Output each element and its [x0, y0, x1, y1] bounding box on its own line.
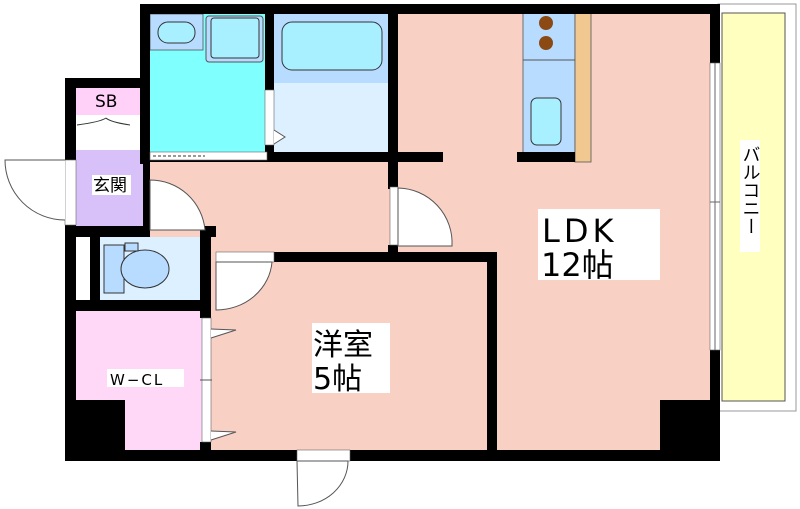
bathroom-door[interactable]: [264, 89, 286, 146]
balcony-label-bg: [740, 140, 760, 252]
stove-burner-icon: [539, 16, 553, 30]
kitchen-sink-icon: [530, 97, 562, 146]
washbasin-icon: [157, 21, 196, 44]
kitchen-counter: [574, 12, 592, 163]
western-room-size: 5帖: [313, 362, 362, 397]
balcony-label: バルコニー: [740, 145, 761, 235]
closet-doors[interactable]: [200, 317, 237, 443]
western-room-door[interactable]: [215, 251, 275, 311]
shoe-box: [76, 88, 140, 115]
washing-machine-drum: [210, 17, 260, 59]
western-room-label-bg: [312, 323, 390, 393]
toilet-lid-icon: [124, 242, 139, 252]
shoe-box-doors: [76, 115, 140, 150]
stove-burner-icon: [539, 36, 553, 50]
ldk-label-bg: [538, 209, 660, 280]
washroom-sliding-door[interactable]: [149, 151, 268, 161]
balcony-window[interactable]: [709, 62, 721, 351]
ldk-door[interactable]: [389, 186, 453, 247]
entrance-label: 玄関: [93, 176, 127, 196]
hallway-door[interactable]: [149, 179, 206, 231]
walls: [65, 4, 720, 461]
balcony: [717, 3, 797, 412]
walk-in-closet-label: W−CL: [110, 371, 164, 389]
western-room-label: 洋室: [313, 328, 373, 363]
kitchen: [522, 12, 592, 163]
bathtub-icon: [281, 21, 383, 71]
ldk-size: 12帖: [541, 246, 614, 284]
ldk-label: LDK: [542, 212, 617, 250]
western-room-outer-door[interactable]: [296, 449, 351, 507]
shoe-box-door-arcs: [76, 117, 131, 126]
shoe-box-label: SB: [95, 92, 117, 112]
wcl-label-bg: [107, 369, 184, 387]
toilet-bowl-icon: [120, 249, 170, 289]
storage-slot: [76, 237, 90, 300]
entrance-label-bg: [92, 175, 131, 195]
entrance-door[interactable]: [4, 159, 77, 226]
